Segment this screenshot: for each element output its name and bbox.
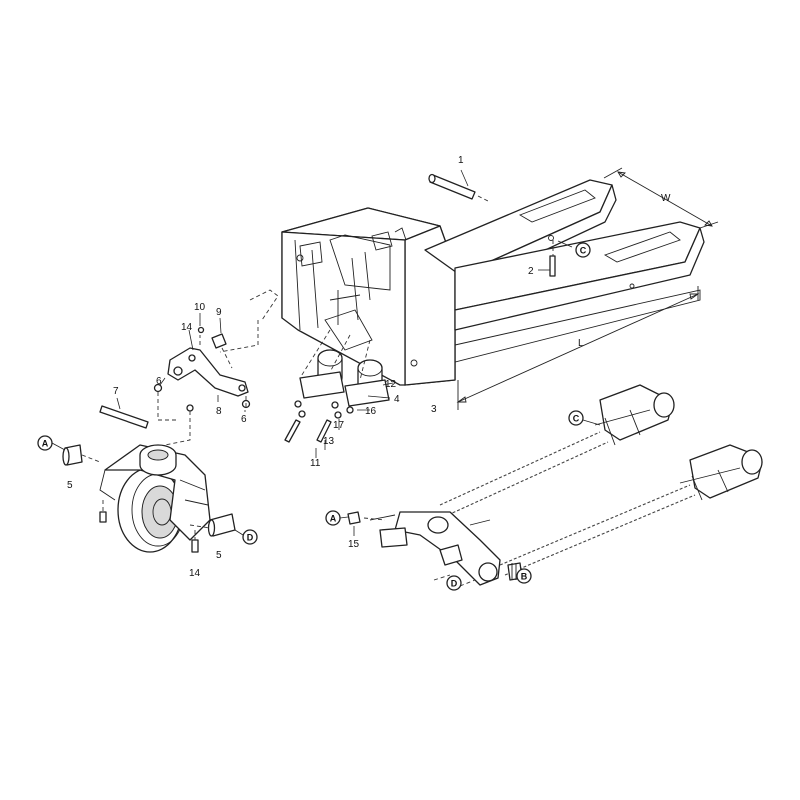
connector-d-right: D	[451, 579, 458, 589]
connector-d-circle	[446, 575, 462, 591]
callout-labels: 1 2 3 4 5 5 6 6 7 8 9 10 11 12 13 14 14 …	[67, 155, 534, 579]
steering-linkage	[153, 289, 279, 446]
connector-d-circle	[242, 529, 258, 545]
callout-9: 9	[216, 307, 222, 318]
connector-a-left: A	[42, 439, 49, 449]
callout-14-top: 14	[181, 322, 193, 333]
callout-8: 8	[216, 406, 222, 417]
callout-6-right: 6	[241, 414, 247, 425]
length-dimension: L	[456, 286, 700, 410]
pin-part-2	[538, 240, 556, 277]
linkage-rods	[347, 384, 763, 587]
width-label: W	[661, 193, 671, 204]
width-dimension: W	[603, 167, 719, 229]
connector-markers: A A C C D D B	[37, 242, 601, 591]
callout-17: 17	[333, 420, 345, 431]
connector-c-top: C	[580, 246, 587, 256]
callout-6-left: 6	[156, 376, 162, 387]
callout-4: 4	[394, 394, 400, 405]
callout-5-left: 5	[67, 480, 73, 491]
callout-13: 13	[323, 436, 335, 447]
callout-1: 1	[458, 155, 464, 166]
pin-part-1	[428, 169, 491, 203]
connector-c-circle	[568, 410, 584, 426]
connector-b-circle	[516, 568, 532, 584]
length-label: L	[578, 338, 584, 349]
callout-2: 2	[528, 266, 534, 277]
callout-3: 3	[431, 404, 437, 415]
callout-14-bottom: 14	[189, 568, 201, 579]
callout-11: 11	[310, 458, 321, 469]
connector-b: B	[521, 572, 528, 582]
fork-frame	[281, 179, 705, 386]
connector-c-circle	[575, 242, 591, 258]
drive-wheel-assembly	[62, 397, 236, 553]
lift-clamps	[284, 329, 394, 458]
callout-7: 7	[113, 386, 119, 397]
callout-10: 10	[194, 302, 206, 313]
connector-d-left: D	[247, 533, 254, 543]
callout-16: 16	[365, 406, 377, 417]
connector-a-right: A	[330, 514, 337, 524]
connector-c-right: C	[573, 414, 580, 424]
lead-c	[557, 240, 573, 248]
callout-12: 12	[385, 379, 397, 390]
callout-5-right: 5	[216, 550, 222, 561]
callout-15: 15	[348, 539, 360, 550]
